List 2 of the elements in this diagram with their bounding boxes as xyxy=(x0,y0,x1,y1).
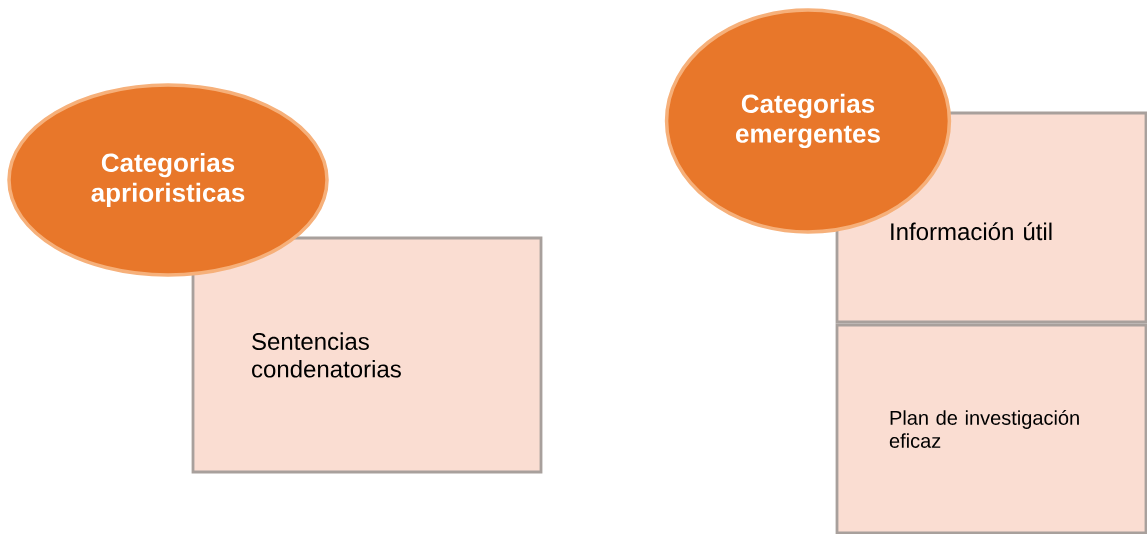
text-box: Plan de investigación eficaz xyxy=(835,323,1147,534)
text-box: Sentencias condenatorias xyxy=(191,236,543,474)
